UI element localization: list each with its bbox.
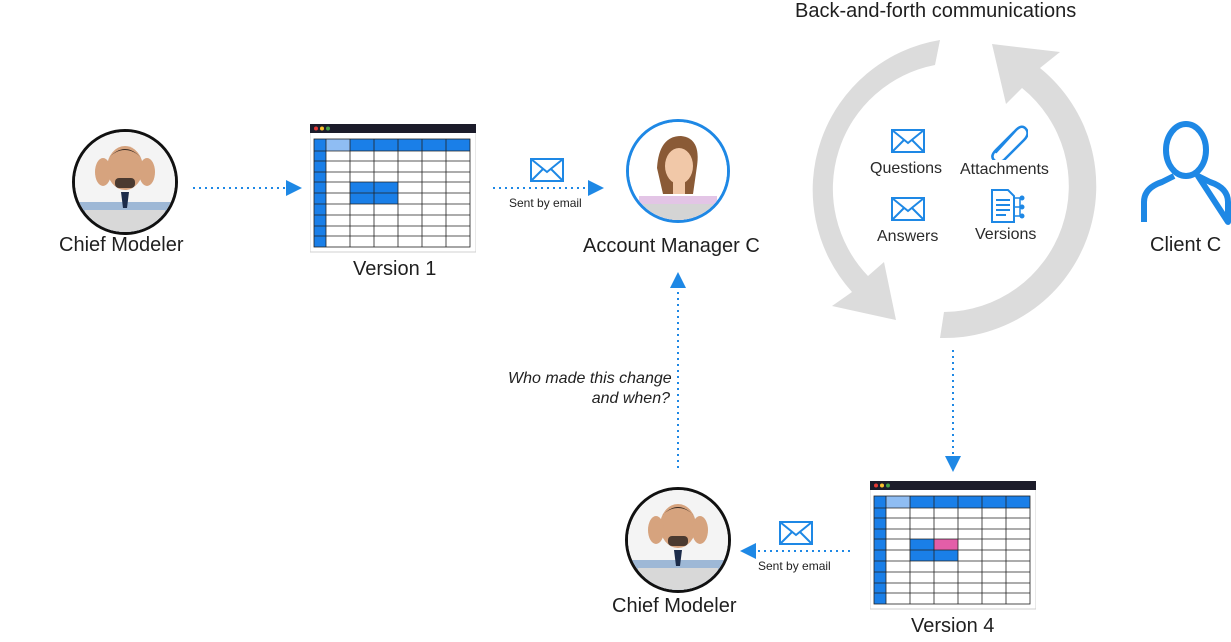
attachments-label: Attachments — [960, 161, 1049, 178]
question-line-2: and when? — [591, 390, 670, 407]
chief-modeler-avatar — [72, 129, 178, 235]
questions-label: Questions — [870, 160, 943, 177]
document-tree-icon — [991, 189, 1025, 223]
version1-spreadsheet — [310, 124, 476, 253]
answers-label: Answers — [877, 228, 939, 245]
stressed-man-photo — [75, 132, 175, 232]
paperclip-icon — [991, 125, 1028, 160]
sent-by-email-top: Sent by email — [509, 196, 582, 210]
envelope-icon — [530, 158, 564, 182]
question-line-1: Who made this change — [508, 370, 672, 387]
chief-modeler-bottom-label: Chief Modeler — [612, 595, 737, 617]
account-manager-label: Account Manager C — [583, 235, 760, 257]
envelope-icon — [779, 521, 813, 545]
question-annotation: Who made this change and when? — [508, 369, 672, 409]
version1-label: Version 1 — [353, 258, 437, 280]
envelope-icon — [891, 197, 925, 221]
versions-label: Versions — [975, 226, 1037, 243]
account-manager-avatar — [626, 119, 730, 223]
client-label: Client C — [1150, 234, 1222, 256]
sent-by-email-bottom: Sent by email — [758, 559, 831, 573]
stressed-man-photo — [628, 490, 728, 590]
envelope-icon — [891, 129, 925, 153]
chief-modeler-bottom-avatar — [625, 487, 731, 593]
cycle-arrows — [812, 40, 1097, 339]
user-outline-icon — [1141, 121, 1231, 225]
version4-spreadsheet — [870, 481, 1036, 610]
chief-modeler-top-label: Chief Modeler — [59, 234, 184, 256]
version4-label: Version 4 — [911, 615, 995, 637]
woman-photo — [629, 122, 727, 220]
diagram-title: Back-and-forth communications — [795, 0, 1077, 22]
